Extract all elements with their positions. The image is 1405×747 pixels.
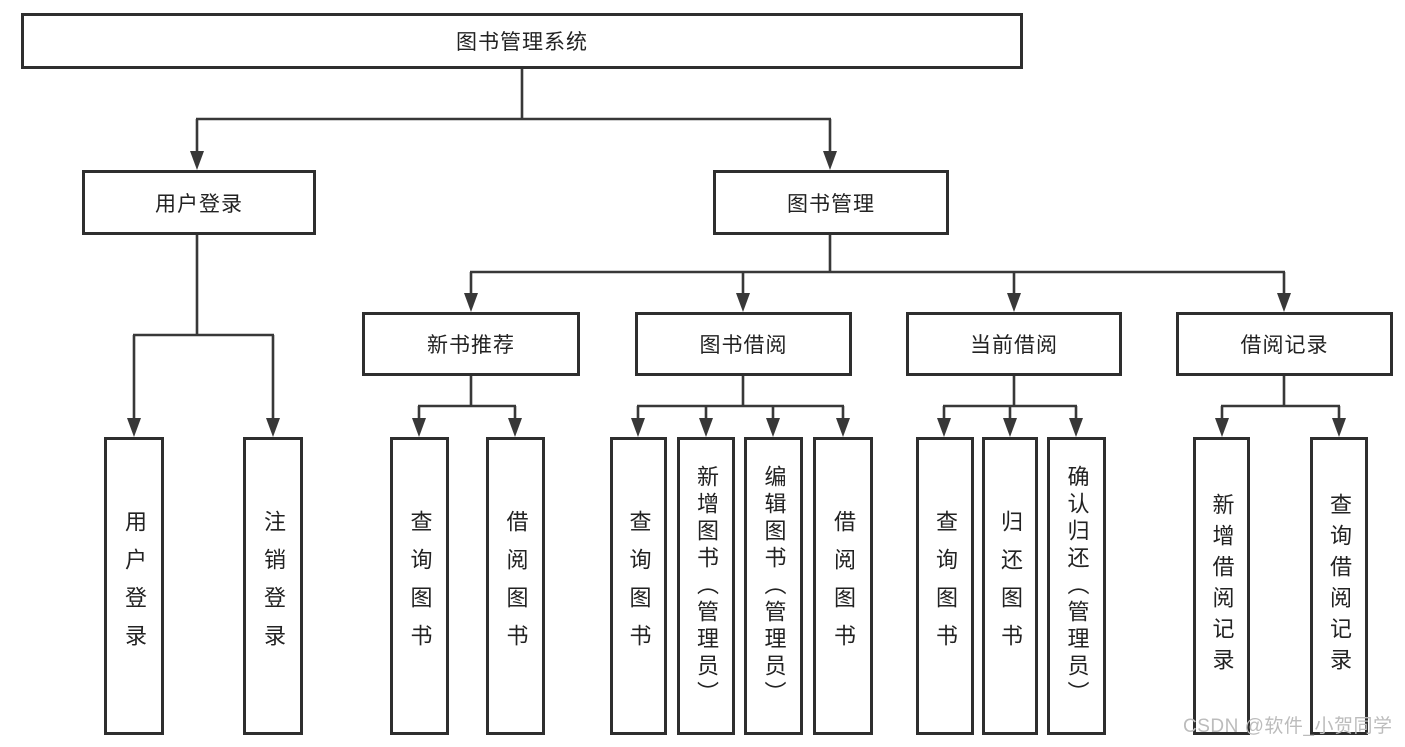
leaf-query-books-recommend: 查询图书	[390, 437, 449, 735]
node-book-management: 图书管理	[713, 170, 949, 235]
leaf-query-books-borrow: 查询图书	[610, 437, 667, 735]
connector-user-login-to-leaves	[127, 235, 280, 437]
connector-current-borrow-to-leaves	[937, 376, 1083, 437]
node-book-borrow: 图书借阅	[635, 312, 852, 376]
leaf-return-books: 归还图书	[982, 437, 1038, 735]
leaf-add-books-admin: 新增图书（管理员）	[677, 437, 735, 735]
connector-book-mgmt-to-level3	[464, 235, 1291, 312]
node-current-borrow: 当前借阅	[906, 312, 1122, 376]
connector-borrow-records-to-leaves	[1215, 376, 1346, 437]
node-root-system: 图书管理系统	[21, 13, 1023, 69]
node-borrow-records: 借阅记录	[1176, 312, 1393, 376]
connector-new-book-to-leaves	[412, 376, 522, 437]
leaf-user-login: 用户登录	[104, 437, 164, 735]
leaf-query-borrow-record: 查询借阅记录	[1310, 437, 1368, 735]
leaf-borrow-books: 借阅图书	[813, 437, 873, 735]
node-user-login: 用户登录	[82, 170, 316, 235]
leaf-logout: 注销登录	[243, 437, 303, 735]
connector-root-to-level2	[190, 69, 837, 170]
leaf-confirm-return-admin: 确认归还（管理员）	[1047, 437, 1106, 735]
leaf-query-books-current: 查询图书	[916, 437, 974, 735]
leaf-add-borrow-record: 新增借阅记录	[1193, 437, 1250, 735]
csdn-watermark: CSDN @软件_小贺同学	[1183, 716, 1393, 737]
connector-book-borrow-to-leaves	[631, 376, 850, 437]
leaf-borrow-books-recommend: 借阅图书	[486, 437, 545, 735]
node-new-book-recommend: 新书推荐	[362, 312, 580, 376]
leaf-edit-books-admin: 编辑图书（管理员）	[744, 437, 803, 735]
